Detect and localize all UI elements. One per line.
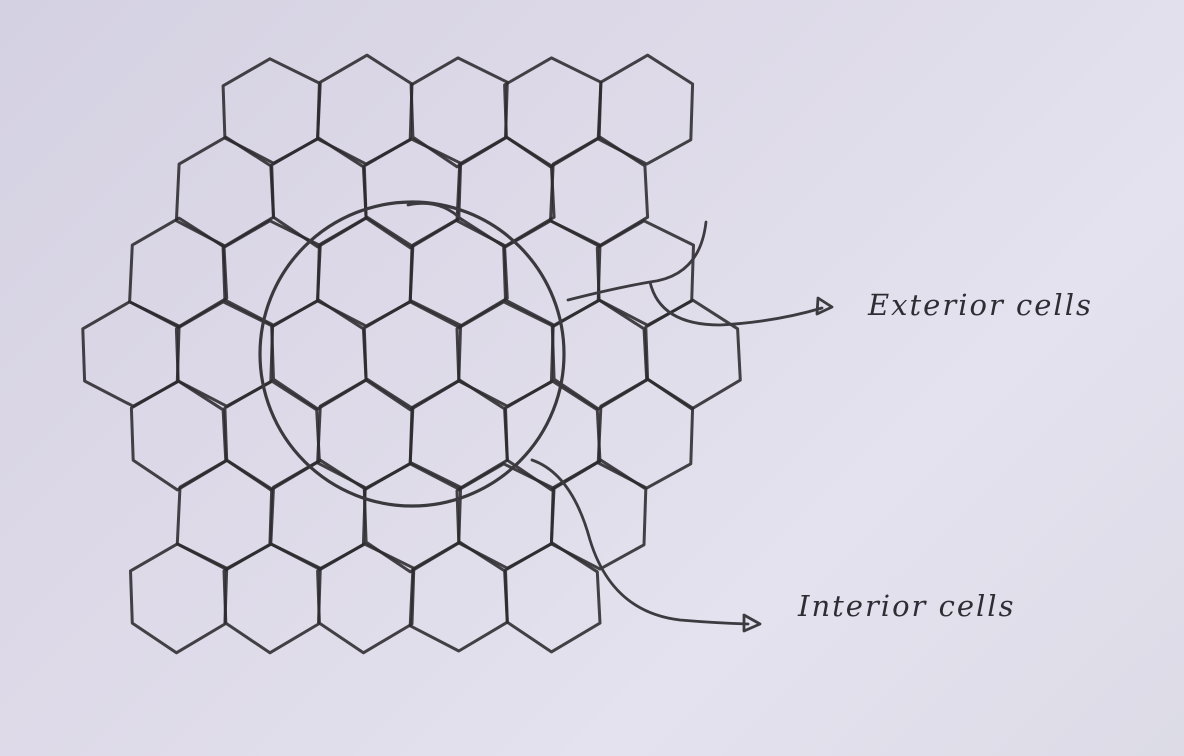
hexagon-cell xyxy=(596,53,695,166)
hexagonal-cell-grid xyxy=(81,53,742,655)
interior-cells-label: Interior cells xyxy=(798,589,1016,623)
hexagon-cell xyxy=(455,135,556,248)
hexagon-cell xyxy=(549,135,650,248)
hexagon-cell xyxy=(362,461,463,574)
hexagon-cell xyxy=(503,56,603,169)
hexagon-cell xyxy=(408,540,509,653)
hexagon-cell xyxy=(504,541,602,654)
interior-cells-enclosure-circle xyxy=(258,200,566,508)
exterior-cells-arrowhead xyxy=(815,296,834,316)
hexagon-cell xyxy=(174,135,275,248)
hexagon-cell xyxy=(549,458,648,571)
hexagon-cell xyxy=(129,542,229,655)
hexagon-cell xyxy=(550,298,649,411)
hexagon-cell xyxy=(362,137,463,250)
exterior-cells-leader-line xyxy=(566,220,824,327)
circle-tick-mark xyxy=(406,201,464,222)
hexagon-cell xyxy=(362,299,463,412)
hexagon-cell xyxy=(455,462,555,570)
hexagon-cell xyxy=(408,216,509,329)
interior-cells-arrowhead xyxy=(742,613,762,633)
hexagon-cell xyxy=(409,56,509,169)
hexagon-cell xyxy=(408,378,509,491)
hexagon-cell xyxy=(644,298,742,411)
hexagon-cell xyxy=(128,216,229,329)
hexagon-cell xyxy=(596,377,695,490)
hexagon-cell xyxy=(270,298,368,411)
hexagon-cell xyxy=(223,379,321,492)
hexagon-cell xyxy=(316,542,416,655)
hexagon-cell xyxy=(222,542,322,655)
interior-cells-leader-line xyxy=(530,458,750,626)
hexagon-cell xyxy=(129,379,228,492)
hexagon-cell xyxy=(270,136,368,249)
exterior-cells-label: Exterior cells xyxy=(868,288,1093,322)
